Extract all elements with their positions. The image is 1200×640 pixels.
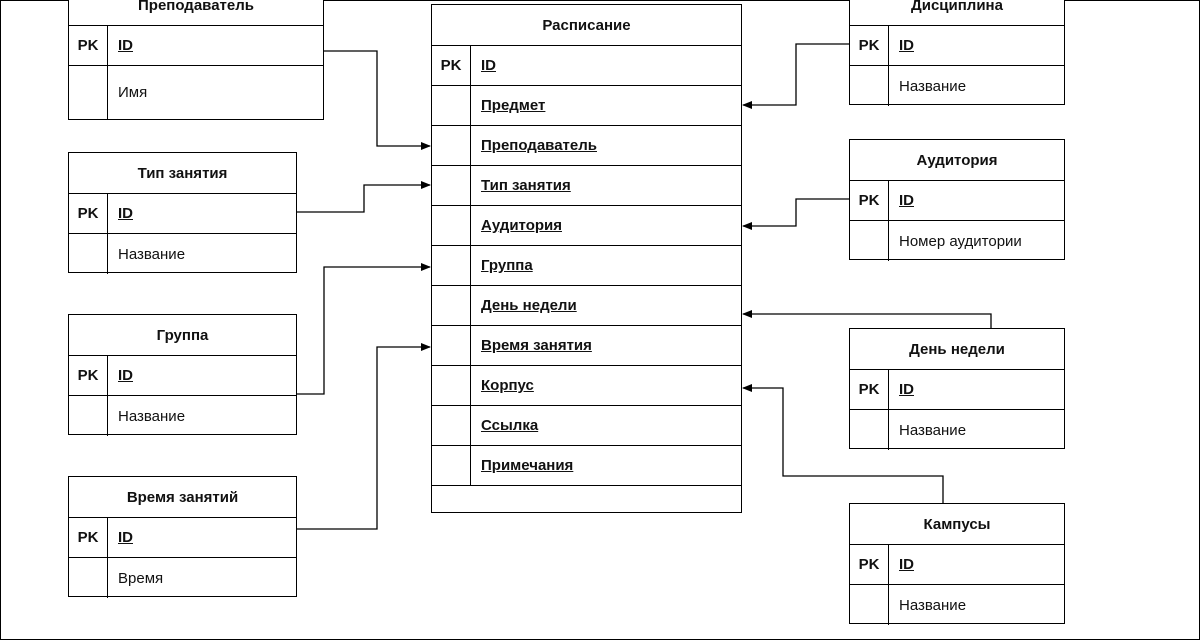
link-teacher <box>324 50 431 150</box>
fk-field-weekday: День недели <box>481 297 577 314</box>
table-title: Время занятий <box>69 477 296 518</box>
key-cell <box>432 126 471 165</box>
fk-field-building: Корпус <box>481 377 534 394</box>
field: Название <box>118 407 186 425</box>
key-cell <box>69 66 108 119</box>
table-discipline[interactable]: Дисциплина PK ID Название <box>849 0 1065 106</box>
table-title: Группа <box>69 315 296 356</box>
key-cell <box>850 221 889 261</box>
field: Название <box>899 77 967 95</box>
table-weekday[interactable]: День недели PK ID Название <box>849 328 1065 450</box>
link-campus <box>742 384 944 503</box>
link-lesson-type <box>297 181 431 213</box>
fk-field-lesson-time: Время занятия <box>481 337 592 354</box>
key-cell <box>432 206 471 245</box>
key-cell <box>432 86 471 125</box>
key-cell <box>432 326 471 365</box>
key-cell <box>432 246 471 285</box>
key-cell <box>69 234 108 274</box>
pk-field: ID <box>118 367 133 384</box>
table-title: Кампусы <box>850 504 1064 545</box>
table-title: Расписание <box>432 5 741 46</box>
fk-field-group: Группа <box>481 257 533 274</box>
table-title: Преподаватель <box>69 0 323 26</box>
pk-label: PK <box>850 545 889 584</box>
table-schedule[interactable]: Расписание PK ID Предмет Преподаватель Ти… <box>431 4 742 513</box>
pk-field: ID <box>899 556 914 573</box>
key-cell <box>850 585 889 625</box>
table-campus[interactable]: Кампусы PK ID Название <box>849 503 1065 625</box>
pk-field: ID <box>118 529 133 546</box>
pk-field: ID <box>118 205 133 222</box>
pk-field: ID <box>899 381 914 398</box>
field: Название <box>118 245 186 263</box>
pk-field: ID <box>899 37 914 54</box>
link-weekday <box>742 310 992 328</box>
key-cell <box>432 286 471 325</box>
fk-field-auditorium: Аудитория <box>481 217 562 234</box>
pk-label: PK <box>850 370 889 409</box>
pk-label: PK <box>69 518 108 557</box>
fk-field-notes: Примечания <box>481 457 574 474</box>
pk-field: ID <box>899 192 914 209</box>
key-cell <box>850 66 889 106</box>
key-cell <box>432 166 471 205</box>
field: Название <box>899 421 967 439</box>
link-auditorium <box>742 198 849 230</box>
table-title: День недели <box>850 329 1064 370</box>
table-group[interactable]: Группа PK ID Название <box>68 314 297 436</box>
table-title: Дисциплина <box>850 0 1064 26</box>
pk-label: PK <box>69 26 108 65</box>
key-cell <box>69 558 108 598</box>
field: Название <box>899 596 967 614</box>
table-teacher[interactable]: Преподаватель PK ID Имя <box>68 0 324 120</box>
fk-field-subject: Предмет <box>481 97 546 114</box>
table-title: Тип занятия <box>69 153 296 194</box>
table-title: Аудитория <box>850 140 1064 181</box>
key-cell <box>850 410 889 450</box>
key-cell <box>432 406 471 445</box>
key-cell <box>69 396 108 436</box>
field: Имя <box>118 84 148 101</box>
pk-label: PK <box>432 46 471 85</box>
pk-label: PK <box>69 356 108 395</box>
pk-label: PK <box>850 181 889 220</box>
pk-label: PK <box>850 26 889 65</box>
link-lesson-time <box>297 343 431 530</box>
pk-field: ID <box>118 37 133 54</box>
fk-field-lesson-type: Тип занятия <box>481 177 571 194</box>
field: Время <box>118 569 164 587</box>
table-lesson-time[interactable]: Время занятий PK ID Время <box>68 476 297 598</box>
link-group <box>297 263 431 395</box>
pk-label: PK <box>69 194 108 233</box>
key-cell <box>432 366 471 405</box>
key-cell <box>432 446 471 485</box>
table-auditorium[interactable]: Аудитория PK ID Номер аудитории <box>849 139 1065 261</box>
fk-field-link: Ссылка <box>481 417 539 434</box>
table-lesson-type[interactable]: Тип занятия PK ID Название <box>68 152 297 274</box>
link-discipline <box>742 43 849 109</box>
fk-field-teacher: Преподаватель <box>481 137 597 154</box>
field: Номер аудитории <box>899 232 1022 250</box>
pk-field: ID <box>481 57 496 74</box>
